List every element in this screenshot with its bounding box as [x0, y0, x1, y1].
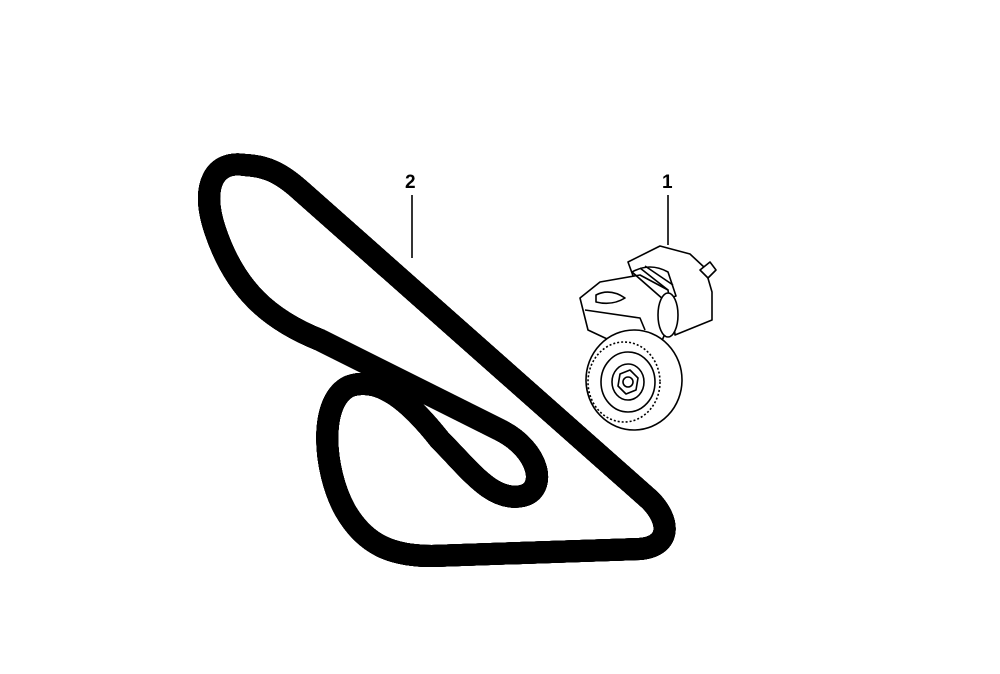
callout-2: 2: [405, 172, 416, 193]
belt-tensioner[interactable]: [411, 195, 717, 431]
callout-1: 1: [662, 172, 673, 193]
ribbed-belt[interactable]: [209, 164, 665, 556]
